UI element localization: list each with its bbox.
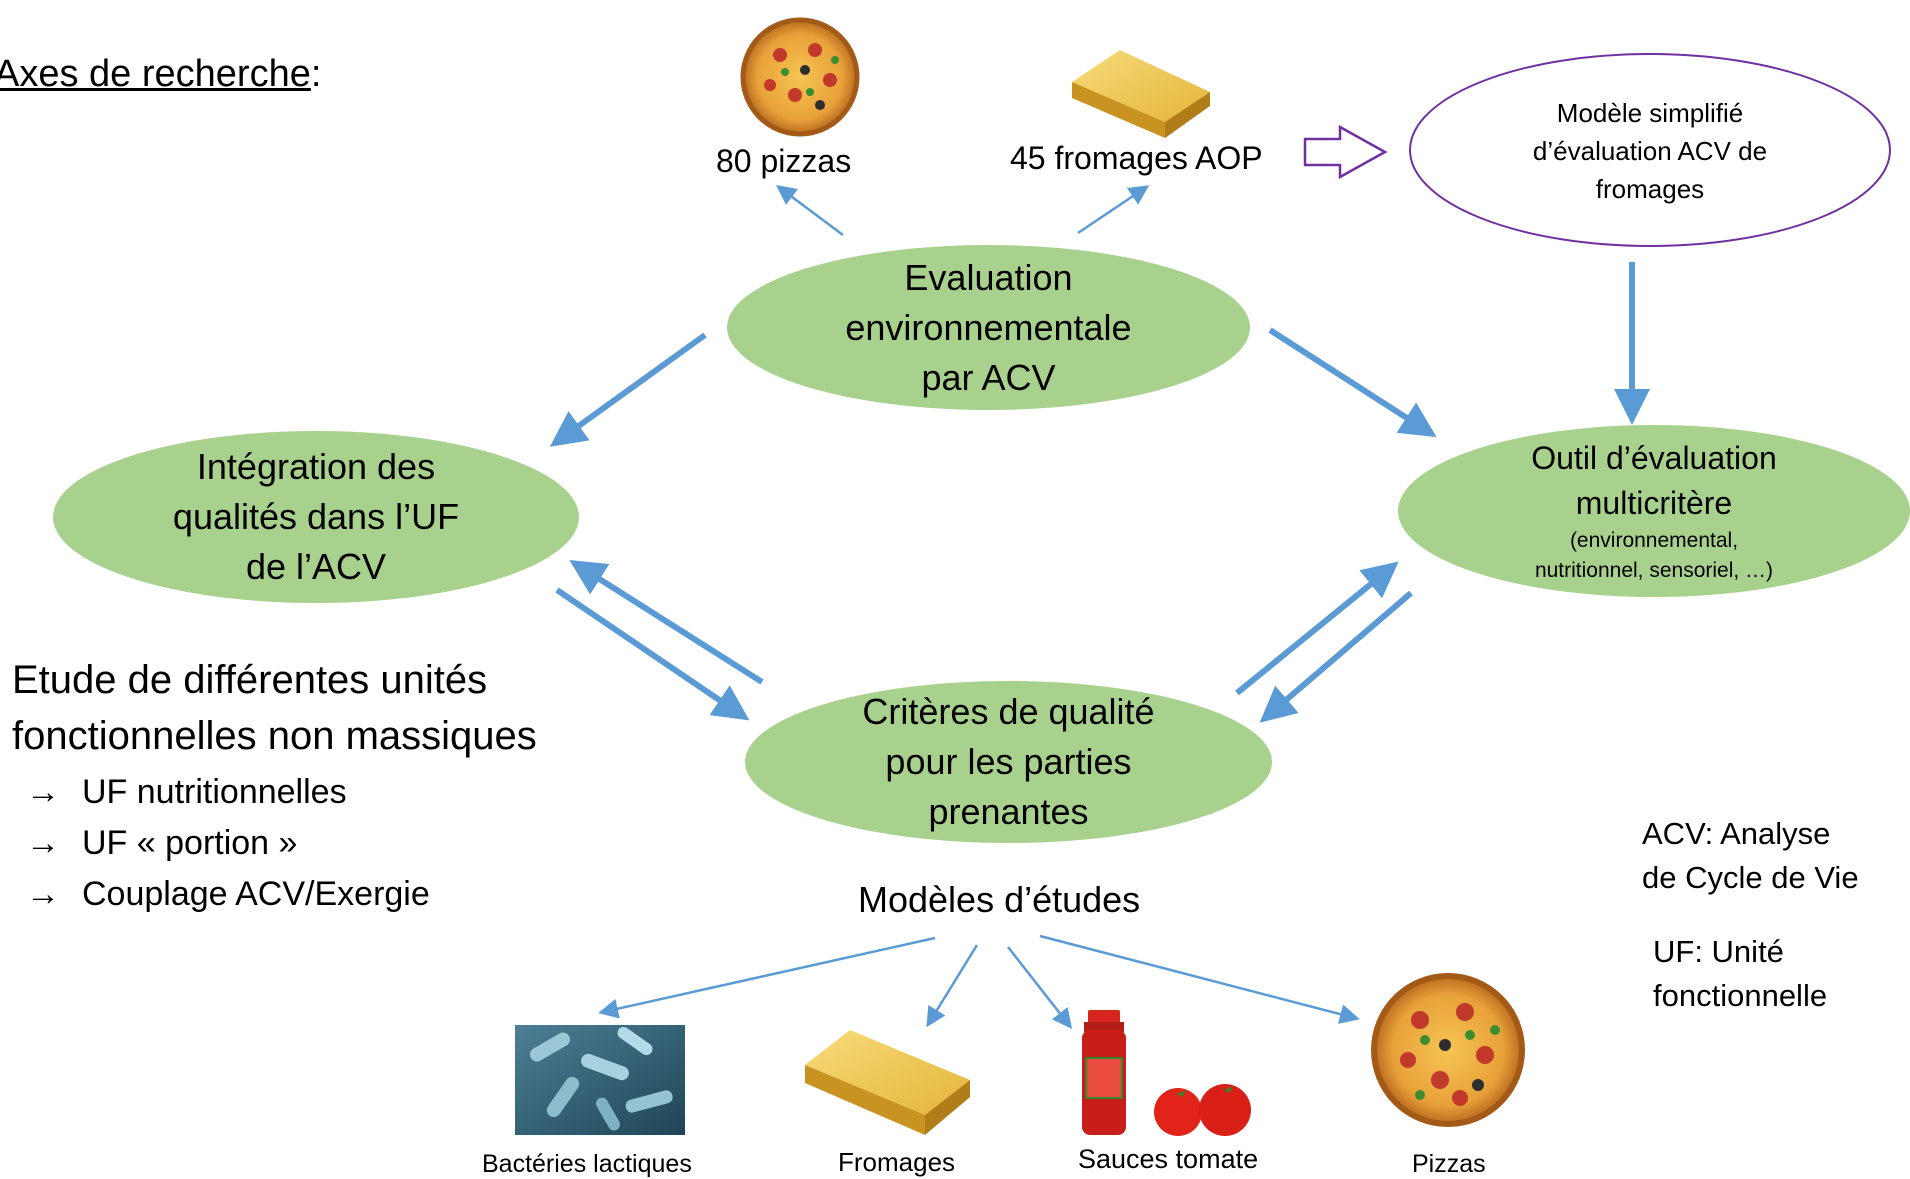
simplified-model-ellipse <box>1409 53 1891 247</box>
node-multicriteria-tool-line4: nutritionnel, sensoriel, …) <box>1534 559 1774 582</box>
node-environmental-evaluation: Evaluation environnementale par ACV <box>727 245 1250 410</box>
node-quality-integration-line2: qualités dans l’UF <box>172 496 460 537</box>
list-item: → Couplage ACV/Exergie <box>26 869 430 920</box>
model-label-pizzas: Pizzas <box>1412 1150 1486 1178</box>
pizza-top-image <box>740 17 860 137</box>
glossary-uf-line2: fonctionnelle <box>1653 978 1828 1013</box>
node-multicriteria-tool-line3: (environnemental, <box>1569 529 1739 552</box>
pizzas-count-label: 80 pizzas <box>716 143 852 179</box>
node-multicriteria-tool: Outil d’évaluation multicritère (environ… <box>1398 425 1910 597</box>
node-quality-integration-line1: Intégration des <box>196 446 436 487</box>
model-label-bacteria: Bactéries lactiques <box>482 1150 692 1178</box>
glossary-uf: UF: Unité fonctionnelle <box>1653 930 1827 1018</box>
hollow-arrow <box>1303 124 1388 180</box>
node-quality-integration-line3: de l’ACV <box>245 546 387 587</box>
functional-units-study-line2: fonctionnelles non massiques <box>12 714 537 758</box>
glossary-uf-line1: UF: Unité <box>1653 934 1784 969</box>
node-quality-criteria-line3: prenantes <box>928 791 1089 832</box>
node-environmental-evaluation-line2: environnementale <box>845 306 1132 348</box>
research-axes-title-colon: : <box>310 53 322 95</box>
glossary-acv-line2: de Cycle de Vie <box>1642 860 1859 895</box>
node-quality-integration: Intégration des qualités dans l’UF de l’… <box>53 431 579 603</box>
model-label-cheeses: Fromages <box>838 1147 956 1177</box>
list-item: → UF « portion » <box>26 818 430 869</box>
research-axes-title-text: Axes de recherche <box>0 53 311 95</box>
simplified-model-line1: Modèle simplifié <box>1556 98 1744 128</box>
arrow-right-icon: → <box>26 773 60 811</box>
list-item-label: Couplage ACV/Exergie <box>82 875 430 913</box>
arrow-right-icon: → <box>26 824 60 862</box>
simplified-model-line2: d’évaluation ACV de <box>1532 136 1768 166</box>
pizza-bottom-image <box>1371 973 1525 1127</box>
node-multicriteria-tool-line1: Outil d’évaluation <box>1531 440 1777 476</box>
node-quality-criteria-line1: Critères de qualité <box>862 691 1155 732</box>
node-quality-criteria: Critères de qualité pour les parties pre… <box>745 681 1272 843</box>
functional-units-list: → UF nutritionnelles → UF « portion » → Cou… <box>26 767 430 920</box>
list-item-label: UF « portion » <box>82 824 298 862</box>
list-item: → UF nutritionnelles <box>26 767 430 818</box>
simplified-model-text: Modèle simplifié d’évaluation ACV de fro… <box>1420 94 1880 208</box>
node-multicriteria-tool-line2: multicritère <box>1575 485 1733 521</box>
cheese-top-image <box>1072 50 1210 138</box>
node-environmental-evaluation-line3: par ACV <box>921 356 1056 398</box>
aop-cheeses-label: 45 fromages AOP <box>1010 140 1263 176</box>
glossary-acv-line1: ACV: Analyse <box>1642 816 1831 851</box>
node-quality-criteria-line2: pour les parties <box>885 741 1132 782</box>
study-models-title: Modèles d’études <box>858 879 1141 920</box>
cheese-bottom-image <box>805 1030 970 1135</box>
bacteria-image <box>515 1025 685 1135</box>
arrow-right-icon: → <box>26 875 60 913</box>
model-label-tomato-sauces: Sauces tomate <box>1078 1144 1259 1174</box>
functional-units-study: Etude de différentes unités fonctionnell… <box>12 652 537 764</box>
glossary-acv: ACV: Analyse de Cycle de Vie <box>1642 812 1859 900</box>
list-item-label: UF nutritionnelles <box>82 773 347 811</box>
node-environmental-evaluation-line1: Evaluation <box>904 256 1073 298</box>
functional-units-study-line1: Etude de différentes unités <box>12 658 488 702</box>
simplified-model-line3: fromages <box>1595 174 1705 204</box>
tomato-sauce-image <box>1082 1010 1251 1136</box>
research-axes-title: Axes de recherche: <box>0 53 321 96</box>
